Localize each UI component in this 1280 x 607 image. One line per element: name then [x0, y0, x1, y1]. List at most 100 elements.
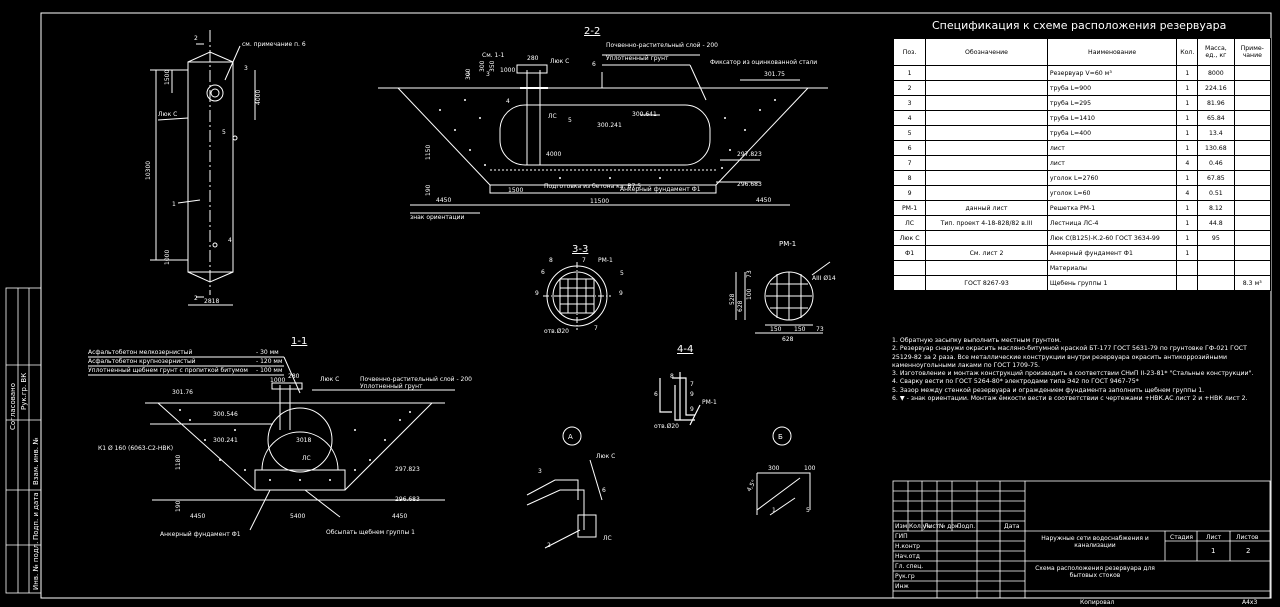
section-22-mark-3a: 3	[466, 71, 470, 78]
spec-cell-mass: 95	[1197, 230, 1235, 246]
tb-h-sign: Подп.	[957, 523, 975, 530]
section-22-dim-left: 4450	[436, 197, 451, 204]
section-33-mark-9a: 9	[535, 290, 539, 297]
tb-project: Наружные сети водоснабжения и канализаци…	[1041, 535, 1149, 549]
section-44	[659, 372, 701, 426]
section-22-base: Подготовка из бетона кл. B7.5	[544, 183, 641, 190]
section-11-layer-2-name: Асфальтобетон крупнозернистый	[88, 358, 196, 365]
spec-cell-mass	[1197, 245, 1235, 261]
spec-cell-name: Анкерный фундамент Ф1	[1046, 245, 1178, 261]
section-22-mark-6: 6	[592, 61, 596, 68]
section-22-dim-1150: 1150	[425, 145, 432, 160]
spec-cell-note	[1233, 95, 1272, 111]
spec-cell-qty: 4	[1176, 155, 1199, 171]
stamp-agreed: Согласовано	[9, 383, 17, 430]
section-22-title: 2-2	[584, 26, 600, 37]
spec-cell-mass: 65.84	[1197, 110, 1235, 126]
spec-cell-code	[925, 230, 1048, 246]
spec-cell-code	[925, 155, 1048, 171]
section-11-layer-2-thick: - 120 мм	[256, 358, 282, 365]
section-11	[88, 356, 455, 531]
tb-h-izm: Изм.	[895, 523, 909, 530]
spec-cell-name: труба L=1410	[1046, 110, 1178, 126]
left-stamp	[5, 287, 42, 594]
section-11-layer-3-name: Уплотненный щебнем грунт с пропиткой бит…	[88, 367, 248, 374]
spec-cell-note	[1233, 200, 1272, 216]
spec-cell-pos: 2	[892, 80, 927, 96]
section-22-cut: См. 1-1	[482, 52, 505, 59]
node-a-mark-2: 2	[547, 542, 551, 549]
section-11-dim-right: 4450	[392, 513, 407, 520]
tb-format: А4х3	[1242, 599, 1257, 606]
tb-role-gip: ГИП	[895, 533, 908, 540]
tb-role-nach: Нач.отд	[895, 553, 920, 560]
section-22-dim-350: 350	[489, 60, 496, 72]
spec-cell-pos: 7	[892, 155, 927, 171]
notes: 1. Обратную засыпку выполнить местным гр…	[892, 337, 1270, 403]
section-44-mark-9a: 9	[690, 391, 694, 398]
spec-cell-pos: 3	[892, 95, 927, 111]
spec-cell-name: Люк С(В125)-К.2-60 ГОСТ 3634-99	[1046, 230, 1178, 246]
section-11-layer-1-name: Асфальтобетон мелкозернистый	[88, 349, 193, 356]
note-item: 2. Резервуар снаружи окрасить масляно-би…	[892, 345, 1247, 369]
rm1-dim-628: 628	[782, 336, 794, 343]
spec-cell-note	[1233, 155, 1272, 171]
spec-cell-mass: 44.8	[1197, 215, 1235, 231]
title-block	[892, 480, 1271, 599]
spec-cell-name: уголок L=2760	[1046, 170, 1178, 186]
spec-table: Поз. Обозначение Наименование Кол. Масса…	[892, 38, 1272, 291]
spec-h-qty: Кол.	[1176, 38, 1199, 66]
spec-cell-qty: 1	[1176, 140, 1199, 156]
section-22-level-pipe: 300.641	[632, 111, 657, 118]
section-11-dim-280: 280	[288, 373, 300, 380]
node-a-mark-ls: ЛС	[603, 535, 612, 542]
node-b-mark-1: 1	[772, 507, 776, 514]
rm1-dim-150b: 150	[794, 326, 806, 333]
spec-cell-name: Резервуар V=60 м³	[1046, 65, 1178, 81]
plan-dim-width: 2818	[204, 298, 219, 305]
spec-cell-qty: 1	[1176, 95, 1199, 111]
plan-mark-2b: 2	[194, 295, 198, 302]
spec-cell-qty: 1	[1176, 170, 1199, 186]
spec-cell-name: труба L=400	[1046, 125, 1178, 141]
plan-mark-3: 3	[244, 65, 248, 72]
section-22-mark-3b: 3	[486, 71, 490, 78]
spec-cell-qty: 1	[1176, 110, 1199, 126]
spec-cell-name: лист	[1046, 140, 1178, 156]
section-11-layer-3-thick: - 100 мм	[256, 367, 282, 374]
spec-cell-code	[925, 140, 1048, 156]
tb-sheet: 1	[1211, 547, 1215, 555]
section-22-dim-1000: 1000	[500, 67, 515, 74]
spec-cell-code: Тип. проект 4-18-828/82 в.III	[925, 215, 1048, 231]
section-22-orient: знак ориентации	[410, 214, 464, 221]
plan-mark-1: 1	[172, 201, 176, 208]
tb-role-nkontr: Н.контр	[895, 543, 920, 550]
spec-cell-mass: 0.51	[1197, 185, 1235, 201]
spec-h-pos: Поз.	[892, 38, 927, 66]
section-33-mark-9b: 9	[619, 290, 623, 297]
spec-cell-code	[925, 125, 1048, 141]
rm1-title: РМ-1	[779, 240, 796, 248]
spec-cell-code: ГОСТ 8267-93	[925, 275, 1048, 291]
spec-cell-name: Лестница ЛС-4	[1046, 215, 1178, 231]
spec-cell-mass	[1197, 275, 1235, 291]
spec-header-row: Поз. Обозначение Наименование Кол. Масса…	[892, 38, 1272, 66]
plan-dim-length: 10300	[145, 161, 152, 180]
spec-cell-qty: 1	[1176, 215, 1199, 231]
section-22-level-inv: 300.241	[597, 122, 622, 129]
tb-h-kol: Кол.уч.	[909, 523, 932, 530]
spec-cell-code: См. лист 2	[925, 245, 1048, 261]
tb-role-inzh: Инж	[895, 583, 909, 590]
spec-cell-name: Щебень группы 1	[1046, 275, 1178, 291]
node-a-mark-6: 6	[602, 487, 606, 494]
spec-cell-name: Материалы	[1046, 260, 1178, 276]
section-22-manhole: Люк С	[550, 58, 569, 65]
spec-cell-name: труба L=295	[1046, 95, 1178, 111]
spec-cell-code	[925, 170, 1048, 186]
note-item: 4. Сварку вести по ГОСТ 5264-80* электро…	[892, 378, 1139, 386]
section-11-pipe: К1 Ø 160 (6063-С2-НВК)	[98, 445, 173, 452]
